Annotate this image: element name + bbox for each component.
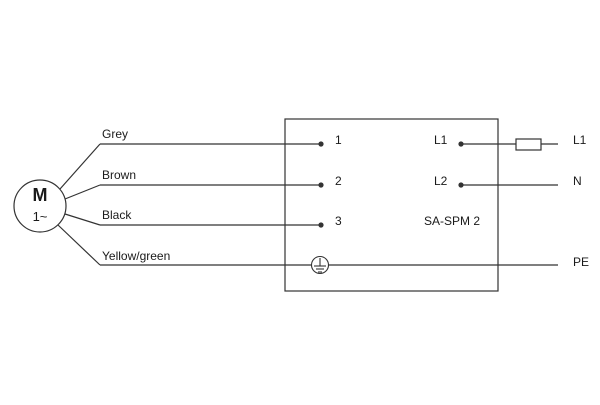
terminal-dot-1 xyxy=(318,141,324,147)
terminal-label-3: 3 xyxy=(335,214,342,228)
terminal-label-2: 2 xyxy=(335,174,342,188)
wire-runs xyxy=(100,143,558,266)
supply-labels: L1 N PE xyxy=(573,133,589,269)
supply-label-n: N xyxy=(573,174,582,188)
wire-label-yellow-green: Yellow/green xyxy=(102,249,170,263)
supply-wires xyxy=(461,138,558,186)
lead-grey-diagonal xyxy=(59,143,101,190)
motor-phase: 1~ xyxy=(33,209,48,224)
lead-black-diagonal xyxy=(64,213,101,226)
terminal-label-l1: L1 xyxy=(434,133,448,147)
terminal-dot-3 xyxy=(318,222,324,228)
motor-circle xyxy=(13,179,67,233)
fuse-icon xyxy=(515,138,542,151)
terminal-label-l2: L2 xyxy=(434,174,448,188)
wire-labels: Grey Brown Black Yellow/green xyxy=(102,127,170,263)
supply-label-l1: L1 xyxy=(573,133,587,147)
motor-leads xyxy=(57,143,101,266)
lead-pe-diagonal xyxy=(57,224,101,266)
terminal-label-1: 1 xyxy=(335,133,342,147)
lead-brown-diagonal xyxy=(64,184,101,200)
motor-symbol: M xyxy=(33,185,48,205)
wire-label-brown: Brown xyxy=(102,168,136,182)
controller-left-terminals: 1 2 3 xyxy=(318,133,342,228)
supply-label-pe: PE xyxy=(573,255,589,269)
controller-name: SA-SPM 2 xyxy=(424,214,480,228)
wire-label-black: Black xyxy=(102,208,132,222)
controller-box xyxy=(284,118,499,292)
wire-label-grey: Grey xyxy=(102,127,128,141)
earth-ground-icon xyxy=(310,255,330,275)
controller-right-terminals: L1 L2 xyxy=(434,133,464,188)
terminal-dot-2 xyxy=(318,182,324,188)
motor: M 1~ xyxy=(13,179,67,233)
